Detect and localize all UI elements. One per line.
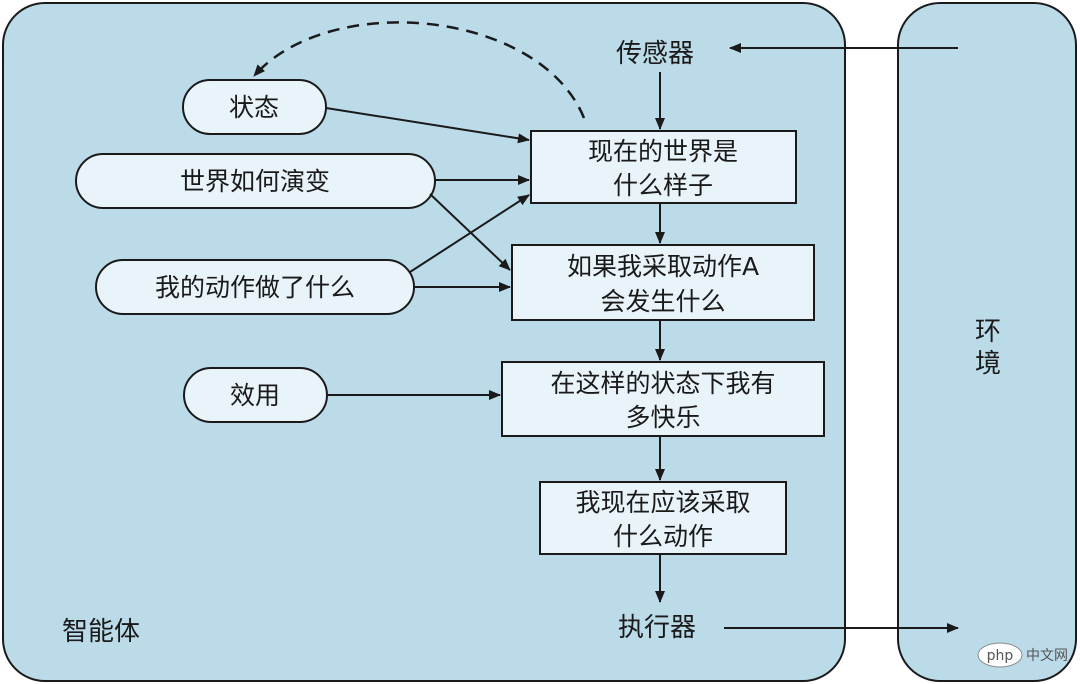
agent-panel	[2, 2, 846, 682]
environment-label-1: 环	[975, 317, 1001, 347]
state-pill-label: 状态	[229, 93, 279, 122]
world-now-box	[530, 130, 797, 204]
watermark: php 中文网	[977, 642, 1068, 668]
world-now-line1: 现在的世界是	[588, 137, 738, 166]
world-now-line2: 什么样子	[613, 171, 713, 200]
how-happy-line2: 多快乐	[625, 403, 700, 432]
what-action-line1: 我现在应该采取	[575, 488, 750, 517]
if-action-line1: 如果我采取动作A	[567, 252, 759, 281]
state-pill	[182, 79, 327, 135]
how-happy-line1: 在这样的状态下我有	[550, 369, 775, 398]
if-action-line2: 会发生什么	[600, 287, 725, 316]
sensor-label: 传感器	[616, 39, 694, 69]
actuator-label: 执行器	[618, 613, 696, 643]
if-action-box	[511, 244, 815, 321]
how-happy-box	[501, 361, 825, 437]
php-logo-icon	[977, 642, 1023, 668]
my-actions-pill-label: 我的动作做了什么	[155, 273, 355, 302]
actions-to-world-arrow	[409, 194, 530, 273]
what-action-line2: 什么动作	[613, 522, 713, 551]
what-action-box	[539, 481, 787, 555]
watermark-logo-text: php	[987, 648, 1014, 664]
feedback-dashed-arrow	[253, 21, 586, 119]
watermark-text: 中文网	[1026, 648, 1068, 664]
agent-label: 智能体	[62, 617, 140, 647]
world-evolves-pill-label: 世界如何演变	[180, 167, 330, 196]
environment-label-2: 境	[975, 349, 1001, 379]
utility-pill-label: 效用	[230, 381, 280, 410]
state-to-world-arrow	[325, 107, 530, 144]
environment-panel	[897, 2, 1077, 682]
